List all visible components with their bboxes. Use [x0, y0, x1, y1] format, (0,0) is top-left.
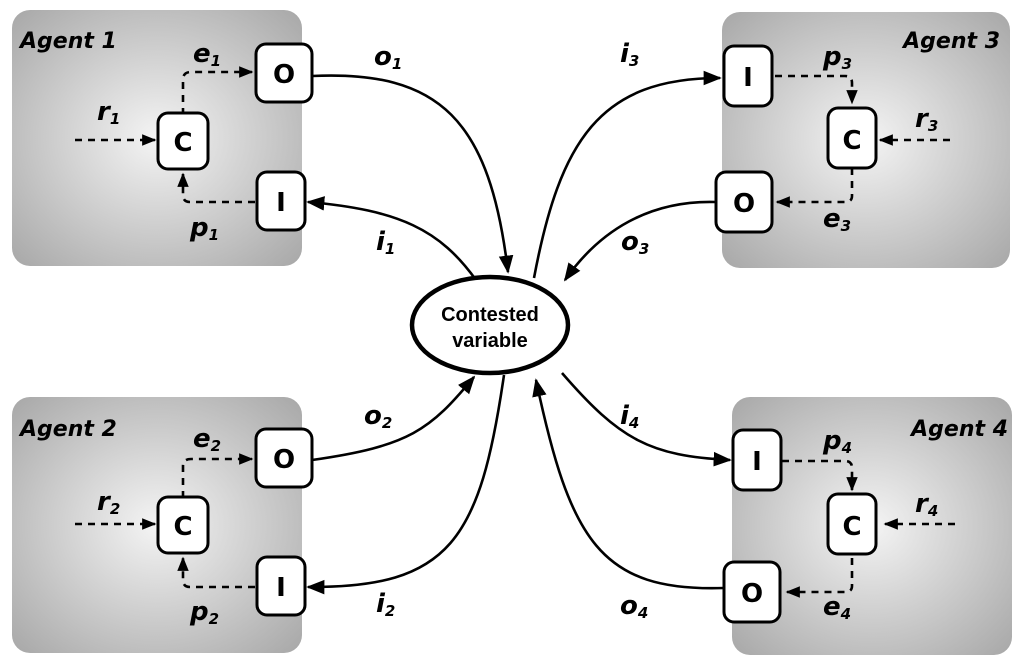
agent-3-output-label: O [733, 189, 755, 219]
agent-2-output-connector-label: o2 [364, 401, 392, 432]
agent-2-internals: C O I r2 e2 p2 [75, 424, 314, 628]
agent-2-output-label: O [273, 445, 295, 475]
agent-3-internals: C I O r3 p3 e3 [714, 42, 950, 235]
agent-2-output-node [254, 427, 314, 489]
agent-3-input-label: I [743, 63, 753, 93]
agent-1-output-node [254, 42, 314, 104]
agent-2-perception-label: p2 [189, 597, 219, 628]
agent-4-internals: C I O r4 p4 e4 [722, 426, 955, 624]
agent-2-input-label: I [276, 573, 286, 603]
agent-3-reference-label: r3 [915, 104, 938, 135]
agent-1-output-connector [311, 74, 514, 274]
agent-2-error-label: e2 [193, 424, 221, 455]
agent-2-output-connector [311, 375, 476, 462]
agent-1-perception-label: p1 [189, 213, 219, 244]
agent-4-output-node [722, 560, 782, 624]
agent-4-output-connector-label: o4 [620, 591, 648, 622]
agent-4-reference-label: r4 [915, 489, 938, 520]
agent-3-controller-label: C [842, 126, 861, 156]
contested-variable-node [409, 274, 571, 376]
agent-4-output-label: O [741, 579, 763, 609]
agent-3-controller-node [826, 106, 878, 170]
agent-4-input-connector [561, 372, 732, 467]
agent-4-perception-label: p4 [822, 426, 852, 457]
agent-2-input-connector-label: i2 [376, 589, 395, 620]
agent-1-internals: C O I r1 e1 p1 [75, 39, 314, 244]
agent-3-input-node [722, 44, 774, 108]
agent-2-input-connector [306, 374, 506, 595]
agent-4-input-node [731, 428, 783, 492]
agent-4-input-label: I [752, 447, 762, 477]
contested-variable-label-line1: Contested [441, 304, 539, 326]
agent-4-controller-label: C [842, 512, 861, 542]
agent-4-controller-node [826, 492, 878, 556]
agent-3-perception-label: p3 [822, 42, 852, 73]
agent-1-input-node [255, 170, 307, 232]
agent-4-error-label: e4 [823, 592, 851, 623]
agent-2-controller-node [156, 495, 210, 555]
agent-4-title: Agent 4 [909, 417, 1008, 442]
agent-3-input-connector-label: i3 [620, 39, 639, 70]
agent-4-input-connector-label: i4 [620, 401, 639, 432]
agent-1-reference-label: r1 [97, 97, 120, 128]
agent-3-error-arrow [775, 168, 854, 208]
agent-4-perception-arrow [782, 459, 858, 492]
agent-3-input-connector [532, 70, 722, 279]
agent-4-output-connector [532, 378, 725, 590]
agent-2-input-node [255, 555, 307, 617]
agent-3-perception-arrow [775, 74, 858, 105]
contested-variable-label-line2: variable [452, 330, 528, 352]
agent-2-perception-arrow [177, 556, 255, 589]
agent-3-error-label: e3 [823, 204, 851, 235]
agent-3-title: Agent 3 [901, 29, 1000, 54]
agent-1-input-connector-label: i1 [376, 227, 395, 258]
agent-1-input-label: I [276, 188, 286, 218]
agent-4-error-arrow [785, 558, 854, 598]
agent-1-controller-node [156, 111, 210, 171]
agent-1-input-connector [306, 196, 478, 281]
agent-1-output-label: O [273, 60, 295, 90]
agent-1-error-arrow [181, 66, 254, 115]
agent-2-controller-label: C [173, 512, 192, 542]
agent-2-error-arrow [181, 453, 254, 498]
agent-1-title: Agent 1 [18, 29, 117, 54]
agent-1-error-label: e1 [193, 39, 221, 70]
agent-3-output-connector-label: o3 [621, 227, 649, 258]
agent-1-output-connector-label: o1 [374, 42, 402, 73]
agent-2-reference-label: r2 [97, 487, 120, 518]
agent-1-perception-arrow [177, 172, 255, 204]
agent-2-title: Agent 2 [18, 417, 117, 442]
agent-3-output-connector [563, 200, 717, 282]
agent-1-controller-label: C [173, 128, 192, 158]
